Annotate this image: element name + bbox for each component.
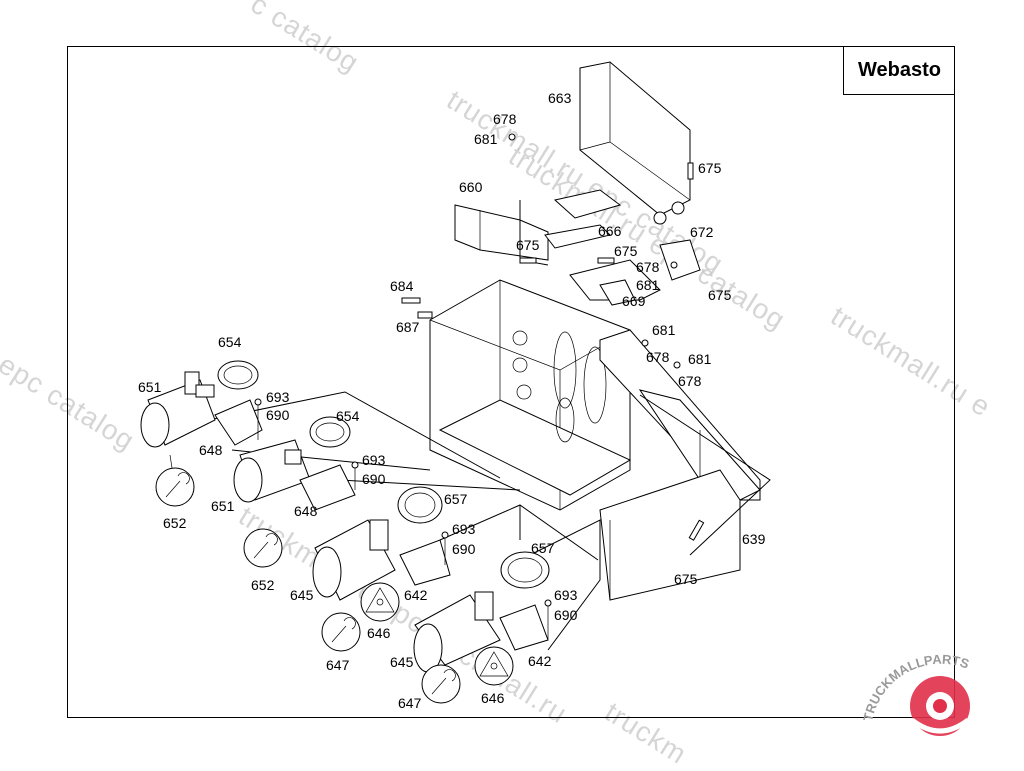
bracket-648-top [214, 399, 263, 446]
label-651: 651 [211, 498, 235, 514]
screws [254, 133, 705, 640]
label-684: 684 [390, 278, 414, 294]
diagram-stage: c catalog truckmall.ru epc catalog truck… [0, 0, 996, 770]
diagram-frame [67, 46, 955, 718]
label-690: 690 [554, 607, 578, 623]
label-681: 681 [636, 277, 660, 293]
bracket-669 [569, 239, 701, 306]
label-681: 681 [474, 131, 498, 147]
brand-label: Webasto [843, 46, 955, 95]
label-642: 642 [404, 587, 428, 603]
label-652: 652 [163, 515, 187, 531]
label-678: 678 [636, 259, 660, 275]
pump-645-middle [312, 519, 396, 601]
label-693: 693 [362, 452, 386, 468]
label-681: 681 [688, 351, 712, 367]
pump-651-second [233, 439, 311, 503]
bracket-660 [454, 189, 622, 261]
pump-651-top [140, 371, 216, 448]
wrench-symbol-647-b [421, 664, 461, 704]
label-648: 648 [294, 503, 318, 519]
label-675: 675 [614, 243, 638, 259]
label-645: 645 [390, 654, 414, 670]
label-693: 693 [554, 587, 578, 603]
label-675: 675 [674, 571, 698, 587]
label-690: 690 [452, 541, 476, 557]
label-646: 646 [367, 625, 391, 641]
pump-645-lower [413, 591, 501, 673]
main-housing [429, 279, 761, 601]
triangle-symbol-646-b [474, 646, 514, 686]
label-663: 663 [548, 90, 572, 106]
wrench-symbol-652-b [243, 528, 283, 568]
clamp-654-top [217, 360, 259, 390]
clamp-657-upper [397, 486, 443, 524]
label-660: 660 [459, 179, 483, 195]
wrench-symbol-647-a [321, 612, 361, 652]
label-654: 654 [336, 408, 360, 424]
bracket-642-lower [499, 604, 549, 651]
wrench-symbol-652-a [155, 454, 195, 507]
label-645: 645 [290, 587, 314, 603]
label-652: 652 [251, 577, 275, 593]
label-669: 669 [622, 293, 646, 309]
label-648: 648 [199, 442, 223, 458]
label-657: 657 [531, 540, 555, 556]
label-681: 681 [652, 322, 676, 338]
label-675: 675 [698, 160, 722, 176]
label-666: 666 [598, 223, 622, 239]
label-687: 687 [396, 319, 420, 335]
label-675: 675 [516, 237, 540, 253]
part-labels: 663 678 681 675 660 675 666 675 672 678 … [138, 90, 766, 711]
label-672: 672 [690, 224, 714, 240]
clamp-654-second [309, 416, 351, 448]
truckmallparts-logo: TRUCKMALLPARTS [860, 652, 971, 736]
label-675: 675 [708, 287, 732, 303]
label-646: 646 [481, 690, 505, 706]
label-690: 690 [266, 407, 290, 423]
label-657: 657 [444, 491, 468, 507]
control-box-663 [579, 61, 691, 225]
label-678: 678 [678, 373, 702, 389]
label-647: 647 [326, 657, 350, 673]
label-693: 693 [266, 389, 290, 405]
bracket-642-upper [399, 539, 451, 586]
bracket-648-second [299, 464, 356, 511]
label-693: 693 [452, 521, 476, 537]
label-678: 678 [493, 111, 517, 127]
label-651: 651 [138, 379, 162, 395]
label-690: 690 [362, 471, 386, 487]
label-647: 647 [398, 695, 422, 711]
label-678: 678 [646, 349, 670, 365]
clamp-657-lower [500, 551, 550, 589]
label-642: 642 [528, 653, 552, 669]
parts-diagram: 663 678 681 675 660 675 666 675 672 678 … [138, 61, 971, 736]
label-639: 639 [742, 531, 766, 547]
label-654: 654 [218, 334, 242, 350]
triangle-symbol-646-a [360, 582, 400, 622]
